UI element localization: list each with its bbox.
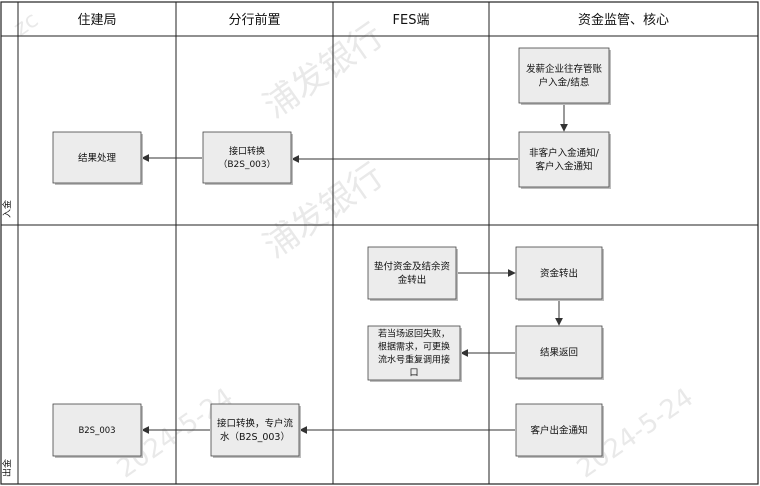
node-label: 非客户入金通知/ (529, 147, 600, 159)
node-label: 客户出金通知 (530, 424, 587, 436)
node-box (52, 131, 142, 184)
watermark-text: zc (9, 8, 43, 42)
node-label: 垫付资金及结余资 (374, 261, 451, 273)
flow-node-notify-out: 客户出金通知 (515, 403, 604, 458)
flow-node-transfer: 资金转出 (515, 246, 604, 301)
row-label: 入金 (1, 200, 13, 218)
lane-header: FES端 (393, 13, 430, 28)
node-label: 结果处理 (78, 152, 117, 164)
node-label: 接口转换，专户流 (217, 418, 294, 430)
row-label: 出金 (1, 459, 13, 477)
node-label: 若当场返回失败， (378, 328, 450, 340)
lane-header: 资金监管、核心 (578, 12, 669, 28)
node-label: 结果返回 (540, 346, 578, 358)
node-box (518, 47, 610, 104)
node-label: 水（B2S_003） (220, 431, 290, 443)
node-box (202, 131, 292, 184)
flow-node-conv-in: 接口转换 （B2S_003） (202, 131, 293, 185)
flow-node-result-in: 结果处理 (52, 131, 143, 185)
node-label: 发薪企业往存管账 (526, 63, 603, 75)
lane-header: 分行前置 (228, 12, 280, 28)
node-label: 根据需求，可更换 (378, 341, 450, 353)
node-label: 金转出 (398, 274, 427, 286)
node-box (367, 246, 457, 300)
flow-node-return: 结果返回 (515, 325, 604, 380)
node-label: B2S_003 (78, 426, 115, 436)
node-box (518, 131, 610, 188)
node-label: 资金转出 (540, 267, 578, 279)
node-label: （B2S_003） (218, 159, 275, 170)
node-box (515, 403, 603, 457)
watermark-text: 浦发银行 (257, 16, 391, 127)
node-box (367, 325, 461, 381)
node-box (515, 325, 603, 379)
node-label: 户入金/结息 (539, 77, 590, 89)
flow-node-b2s: B2S_003 (52, 403, 143, 458)
node-label: 流水号重复调用接 (378, 354, 450, 366)
flow-node-notify-in: 非客户入金通知/客户入金通知 (518, 131, 611, 189)
node-label: 口 (409, 369, 418, 379)
node-box (210, 403, 300, 457)
node-label: 接口转换 (229, 145, 265, 157)
node-box (52, 403, 142, 457)
node-label: 客户入金通知 (535, 161, 592, 173)
lane-header: 住建局 (77, 13, 116, 28)
edges-layer (141, 104, 568, 434)
node-box (515, 246, 603, 300)
nodes-layer: 发薪企业往存管账户入金/结息非客户入金通知/客户入金通知接口转换（B2S_003… (52, 47, 611, 458)
